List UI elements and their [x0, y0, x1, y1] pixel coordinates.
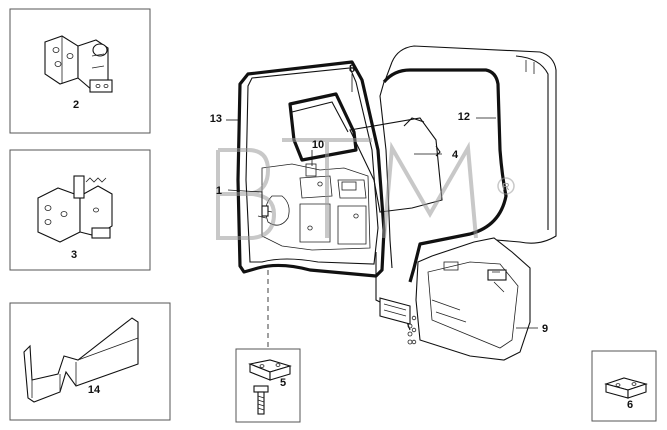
callout-12: 12 — [458, 111, 470, 123]
callout-4: 4 — [452, 149, 459, 161]
watermark-logo: R — [216, 138, 515, 240]
callouts-main: 1 4 8 9 10 12 13 — [210, 63, 548, 335]
hinge-upper-part — [44, 35, 113, 93]
callout-6: 6 — [627, 399, 633, 411]
trim-strip-part — [23, 317, 139, 403]
inset-box-trim-strip: 14 — [9, 302, 171, 421]
bolt-block-part — [248, 359, 292, 415]
door-opening-seal — [382, 68, 508, 283]
hinge-lower-part — [37, 175, 113, 243]
watermark-registered-mark: R — [502, 182, 509, 193]
callout-2: 2 — [73, 99, 79, 111]
callout-1: 1 — [216, 185, 222, 197]
inset-box-hinge-lower: 3 — [9, 149, 151, 271]
callout-13: 13 — [210, 113, 222, 125]
inset-box-plate: 6 — [591, 350, 657, 422]
inset-box-hinge-upper: 2 — [9, 8, 151, 134]
callout-5: 5 — [280, 377, 286, 389]
door-assembly — [236, 60, 443, 349]
callout-14: 14 — [88, 384, 101, 396]
plate-part — [604, 377, 648, 399]
door-trim-panel — [411, 237, 531, 361]
callout-3: 3 — [71, 249, 77, 261]
callout-8: 8 — [349, 63, 355, 75]
callout-9: 9 — [542, 323, 548, 335]
cab-body — [375, 45, 557, 345]
callout-10: 10 — [312, 139, 324, 151]
inset-box-bolt-block: 5 — [235, 348, 301, 423]
